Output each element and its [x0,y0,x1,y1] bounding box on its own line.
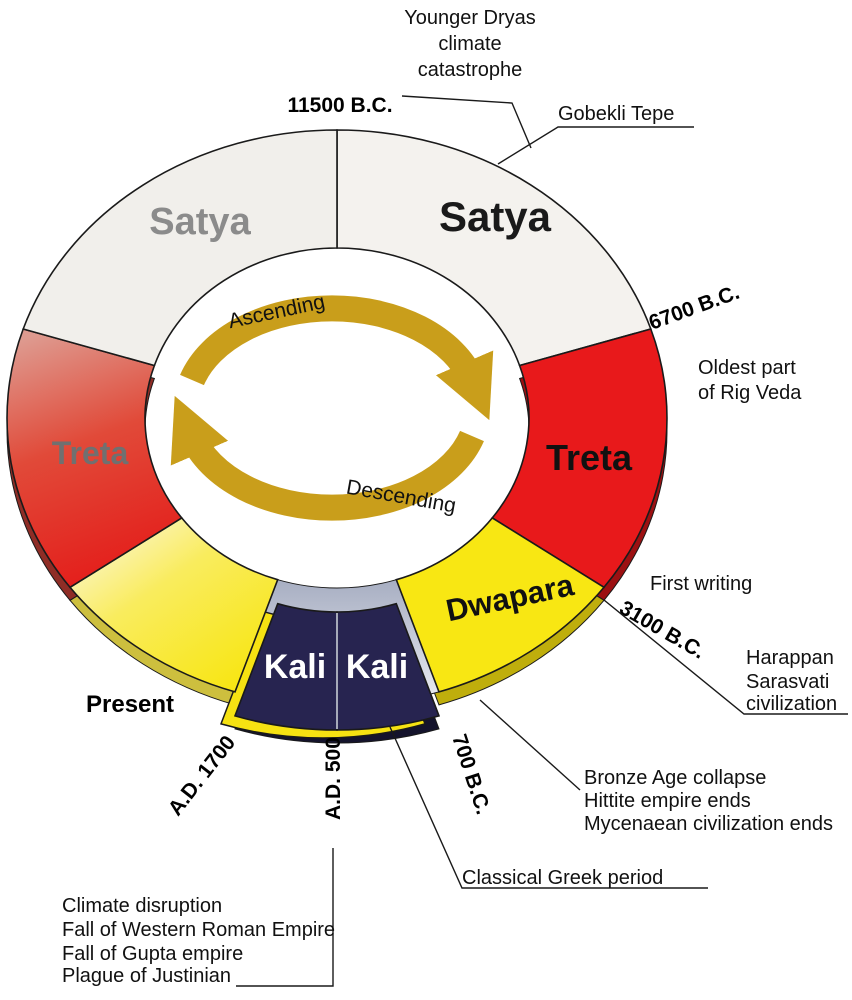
wheel-segments [6,129,668,744]
kali-events-line4: Plague of Justinian [62,965,231,987]
segment-treta-descending [491,328,668,589]
label-treta-ascending: Treta [52,435,129,471]
annotation-kali-events: Climate disruption Fall of Western Roman… [62,895,335,987]
label-kali-descending: Kali [346,648,408,686]
date-ad-1700: A.D. 1700 [164,731,240,820]
date-ad-500: A.D. 500 [322,737,345,820]
segment-treta-ascending [6,328,183,589]
younger-dryas-line2: climate [438,33,501,55]
rig-veda-line1: Oldest part [698,357,796,379]
harappan-line2: Sarasvati [746,671,829,693]
kali-events-line1: Climate disruption [62,895,222,917]
date-6700-bc: 6700 B.C. [646,281,743,335]
leader-bronze-age [479,699,581,791]
leader-gobekli-tepe [497,126,694,165]
segment-kali-ascending [233,602,338,731]
cycle-arrows: Ascending Descending [170,290,494,521]
label-satya-descending: Satya [439,193,552,240]
label-kali-ascending: Kali [264,648,326,686]
annotation-first-writing: First writing [650,573,752,595]
younger-dryas-line3: catastrophe [418,59,523,81]
younger-dryas-line1: Younger Dryas [404,7,536,29]
annotation-classical-greek: Classical Greek period [462,867,663,889]
leader-younger-dryas [401,95,532,149]
bronze-age-line2: Hittite empire ends [584,790,751,812]
annotation-bronze-age: Bronze Age collapse Hittite empire ends … [584,767,833,835]
segment-satya-ascending [22,129,338,367]
leader-harappan [603,599,848,715]
annotation-gobekli-tepe: Gobekli Tepe [558,103,674,125]
annotation-rig-veda: Oldest part of Rig Veda [698,357,802,404]
segment-satya-descending [336,129,652,367]
annotation-younger-dryas: Younger Dryas climate catastrophe [404,7,536,81]
bronze-age-line1: Bronze Age collapse [584,767,766,789]
present-label: Present [86,691,174,718]
ascending-arrow-icon [180,295,494,421]
kali-events-line3: Fall of Gupta empire [62,943,243,965]
segment-dwapara-descending [395,516,606,693]
kali-events-line2: Fall of Western Roman Empire [62,919,335,941]
harappan-line3: civilization [746,693,837,715]
bronze-age-line3: Mycenaean civilization ends [584,813,833,835]
leader-kali-events [236,848,334,987]
date-3100-bc: 3100 B.C. [616,596,709,663]
date-11500-bc: 11500 B.C. [287,94,392,117]
rig-veda-line2: of Rig Veda [698,382,802,404]
date-700-bc: 700 B.C. [447,731,494,817]
label-satya-ascending: Satya [149,201,251,243]
descending-arrow-icon [170,395,484,521]
leader-classical-greek [389,726,708,889]
annotation-harappan: Harappan Sarasvati civilization [746,647,837,715]
harappan-line1: Harappan [746,647,834,669]
label-treta-descending: Treta [546,437,633,478]
